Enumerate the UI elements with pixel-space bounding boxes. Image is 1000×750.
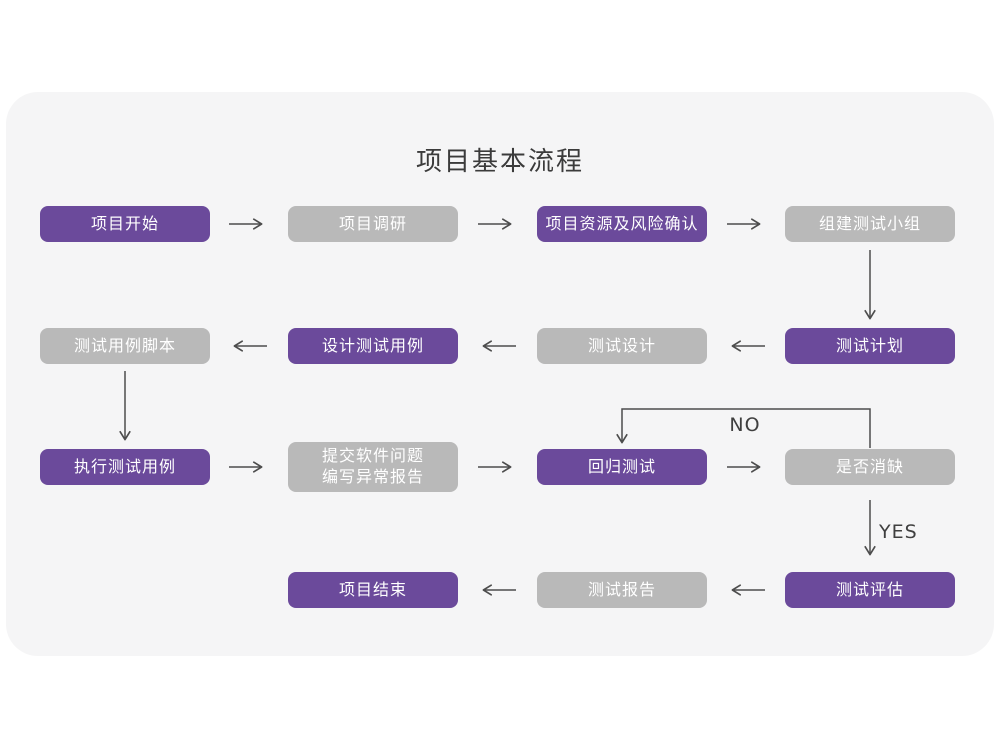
flow-node-build-test-team: 组建测试小组 <box>785 206 955 242</box>
flow-node-test-design: 测试设计 <box>537 328 707 364</box>
flow-node-test-case-script: 测试用例脚本 <box>40 328 210 364</box>
flowchart-card <box>6 92 994 656</box>
flow-node-test-report: 测试报告 <box>537 572 707 608</box>
flow-node-project-research: 项目调研 <box>288 206 458 242</box>
flow-node-design-test-cases: 设计测试用例 <box>288 328 458 364</box>
flow-node-submit-issue-report: 提交软件问题 编写异常报告 <box>288 442 458 492</box>
flow-node-regression-test: 回归测试 <box>537 449 707 485</box>
flow-node-defect-cleared: 是否消缺 <box>785 449 955 485</box>
flow-node-project-start: 项目开始 <box>40 206 210 242</box>
flow-node-test-evaluation: 测试评估 <box>785 572 955 608</box>
flow-node-project-end: 项目结束 <box>288 572 458 608</box>
edge-label-yes: YES <box>879 521 918 543</box>
edge-label-no: NO <box>729 414 761 436</box>
flow-node-resource-risk-confirm: 项目资源及风险确认 <box>537 206 707 242</box>
flow-node-execute-test-cases: 执行测试用例 <box>40 449 210 485</box>
page-title: 项目基本流程 <box>415 147 584 177</box>
flow-node-test-plan: 测试计划 <box>785 328 955 364</box>
